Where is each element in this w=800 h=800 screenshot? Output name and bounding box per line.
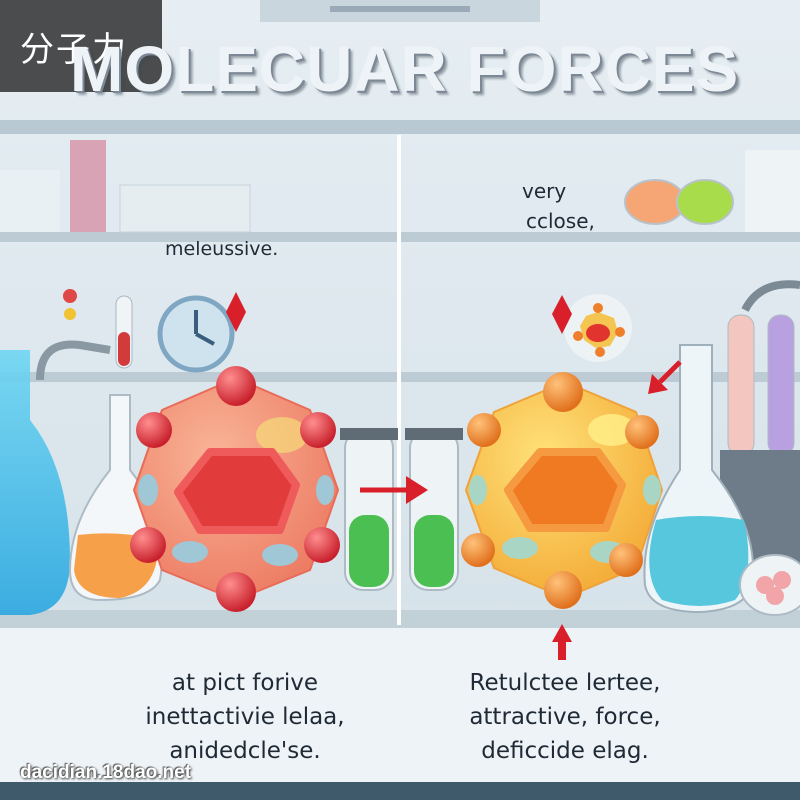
atom-ball	[625, 415, 659, 449]
small-atom	[593, 303, 603, 313]
shelf-upper	[0, 120, 800, 134]
test-tube-pink	[727, 314, 755, 456]
caption-line: at pict forive	[171, 670, 319, 696]
arrow-double-icon	[226, 292, 246, 332]
test-tube-purple	[767, 314, 795, 456]
beaker-green	[676, 179, 734, 225]
badge-text: 分子力	[20, 30, 128, 70]
atom-ball	[130, 527, 166, 563]
atom-ball	[136, 412, 172, 448]
dish-sample	[766, 587, 784, 605]
indicator-light	[64, 308, 76, 320]
test-tube-green-cap	[340, 428, 398, 440]
watermark: dacidian.18dao.net	[20, 762, 192, 783]
arrow-right-head-icon	[406, 476, 428, 504]
small-atom	[595, 347, 605, 357]
molecule-spot	[172, 541, 208, 563]
atom-ball	[544, 571, 582, 609]
atom-ball	[467, 413, 501, 447]
molecule-nucleus	[174, 448, 300, 534]
molecule-spot	[138, 474, 158, 506]
caption-line: attractive, force,	[469, 704, 661, 730]
arrow-diagonal-icon	[658, 360, 682, 384]
right-panel-caption: Retulctee lertee, attractive, force, def…	[455, 666, 675, 768]
molecule-spot	[502, 537, 538, 559]
test-tube-liquid	[118, 332, 130, 366]
atom-ball	[609, 543, 643, 577]
storage-box	[0, 170, 60, 232]
indicator-light	[63, 289, 77, 303]
small-atom	[615, 327, 625, 337]
caption-line: inettactivie lelaa,	[145, 704, 345, 730]
molecule-spot	[316, 475, 334, 505]
bottom-band	[0, 782, 800, 800]
arrow-double-icon	[552, 295, 572, 334]
test-tube-green-right-liquid	[414, 515, 454, 587]
arrow-diagonal-head-icon	[648, 374, 668, 394]
molecule-spot	[262, 544, 298, 566]
clock-hand	[195, 332, 215, 346]
label-line: cclose,	[526, 209, 595, 233]
test-tube-green-right-cap	[405, 428, 463, 440]
chinese-title-badge: 分子力	[0, 0, 162, 92]
lab-tubing	[741, 280, 800, 312]
book-pink	[70, 140, 106, 232]
molecule-spot	[643, 475, 661, 505]
flask-teal-liquid	[649, 516, 749, 606]
caption-line: deficcide elag.	[481, 738, 649, 764]
page-title: MOLECUAR FORCES	[70, 33, 740, 105]
center-divider	[397, 135, 401, 625]
flask-blue	[0, 350, 70, 615]
right-panel-label: very cclose,	[520, 176, 595, 236]
left-panel-caption: at pict forive inettactivie lelaa, anide…	[120, 666, 370, 768]
lab-tubing	[36, 340, 111, 381]
atom-ball	[216, 366, 256, 406]
storage-box	[119, 184, 251, 233]
floor-band	[0, 628, 800, 800]
caption-line: Retulctee lertee,	[469, 670, 661, 696]
atom-ball	[304, 527, 340, 563]
molecule-nucleus	[504, 448, 626, 532]
test-tube-green-liquid	[349, 515, 389, 587]
atom-ball	[216, 572, 256, 612]
molecule-highlight	[588, 414, 636, 446]
atom-ball	[300, 412, 336, 448]
caption-line: anidedcle'se.	[169, 738, 321, 764]
small-molecule-nucleus	[586, 324, 610, 342]
arrow-up-icon	[552, 624, 572, 660]
small-atom	[573, 331, 583, 341]
molecule-highlight	[256, 417, 308, 453]
dish-sample	[773, 571, 791, 589]
atom-ball	[543, 372, 583, 412]
left-panel-label: meleussive.	[165, 238, 279, 260]
left-molecule	[130, 366, 340, 612]
molecule-spot	[469, 475, 487, 505]
top-frame-slot	[330, 6, 470, 12]
right-molecule	[461, 372, 663, 609]
label-line: very	[522, 179, 567, 203]
atom-ball	[461, 533, 495, 567]
storage-box	[745, 150, 800, 232]
